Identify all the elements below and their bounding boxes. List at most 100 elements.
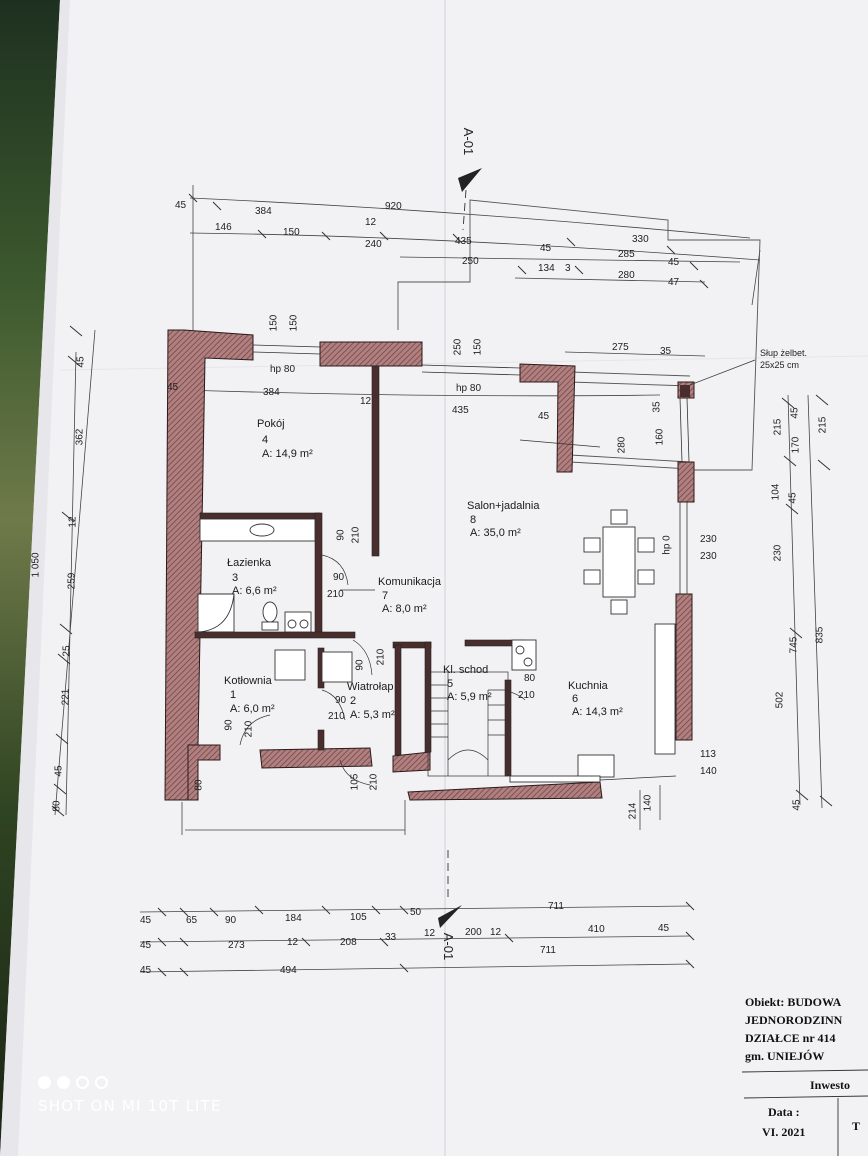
- title-object: DZIAŁCE nr 414: [745, 1031, 836, 1045]
- room-number: 3: [232, 572, 239, 584]
- dim-top: 330: [632, 234, 649, 245]
- watermark-dot: [95, 1076, 108, 1089]
- door-dim: 105: [349, 773, 361, 791]
- watermark-text: SHOT ON MI 10T LITE: [38, 1097, 222, 1115]
- dim-bottom: 105: [350, 912, 367, 923]
- staircase: [427, 671, 509, 777]
- dim-bottom: 184: [285, 913, 302, 924]
- dim-bottom: 12: [424, 928, 436, 939]
- room-area: A: 8,0 m²: [382, 603, 427, 615]
- door-dim: 210: [368, 773, 380, 791]
- door-dim: 90: [354, 659, 366, 671]
- dim-bottom: 711: [540, 945, 556, 956]
- title-investor: Inwesto: [810, 1078, 851, 1092]
- dim-small: 160: [654, 428, 666, 446]
- dim-inner: 435: [452, 405, 469, 416]
- dimension-lines: [54, 185, 823, 973]
- dim-left: 362: [74, 428, 86, 446]
- room-name: Łazienka: [227, 557, 272, 569]
- room-name: Wiatrołap: [347, 681, 394, 693]
- section-arrow-bottom: [438, 905, 462, 928]
- room-number: 4: [262, 434, 269, 446]
- dim-left: 25: [61, 645, 73, 657]
- dim-bottom: 45: [140, 965, 152, 976]
- window-mark: hp 80: [456, 383, 482, 394]
- title-object: Obiekt: BUDOWA: [745, 995, 842, 1009]
- door-dim: 90: [223, 719, 235, 731]
- room-name: Pokój: [257, 418, 285, 430]
- dim-small: 230: [700, 551, 717, 562]
- title-date-label: Data :: [768, 1105, 800, 1119]
- door-dim: 80: [193, 779, 205, 791]
- watermark-dot: [57, 1076, 70, 1089]
- dim-bottom: 12: [287, 937, 299, 948]
- dim-left: 12: [67, 516, 79, 528]
- terrace-outline: [397, 199, 761, 471]
- door-dim: 210: [243, 720, 255, 738]
- room-name: Salon+jadalnia: [467, 500, 540, 512]
- dim-inner: 384: [263, 387, 280, 398]
- dim-right: 835: [814, 626, 826, 644]
- dim-bottom: 90: [225, 915, 237, 926]
- door-dim: 90: [333, 572, 345, 583]
- dim-right: 745: [788, 636, 800, 654]
- dim-top: 45: [668, 257, 680, 268]
- section-line: [447, 189, 467, 900]
- camera-watermark: SHOT ON MI 10T LITE: [38, 1076, 222, 1115]
- dimension-ticks: [51, 193, 833, 977]
- dim-top: 384: [255, 206, 272, 217]
- dim-top: 280: [618, 270, 635, 281]
- dim-top: 3: [565, 263, 571, 274]
- dim-bottom: 410: [588, 924, 605, 935]
- dim-right: 502: [774, 691, 786, 709]
- dim-top: 47: [668, 277, 680, 288]
- dim-inner: 275: [612, 342, 629, 353]
- dim-inner: 12: [360, 396, 372, 407]
- title-date-value: VI. 2021: [762, 1125, 806, 1139]
- watermark-dots: [38, 1076, 222, 1089]
- dim-top: 45: [175, 200, 187, 211]
- dim-bottom: 12: [490, 927, 502, 938]
- dim-bottom: 50: [410, 907, 422, 918]
- dim-right: 230: [772, 544, 784, 562]
- door-dim: 210: [375, 648, 387, 666]
- room-area: A: 6,0 m²: [230, 703, 275, 715]
- dim-inner: 45: [538, 411, 550, 422]
- dim-bottom: 45: [140, 915, 152, 926]
- room-area: A: 35,0 m²: [470, 527, 521, 539]
- watermark-dot: [38, 1076, 51, 1089]
- window-mark: hp 0: [661, 535, 673, 555]
- room-number: 1: [230, 689, 237, 701]
- dim-vertical: 150: [472, 338, 484, 356]
- dim-left: 221: [60, 688, 72, 706]
- dim-right: 45: [787, 492, 799, 504]
- dim-top: 150: [283, 227, 300, 238]
- dim-right: 104: [770, 483, 782, 501]
- window-mark: hp 80: [270, 364, 296, 375]
- walls: [164, 329, 695, 801]
- title-cut: T: [852, 1119, 861, 1133]
- dim-bottom: 45: [140, 940, 152, 951]
- dim-left: 259: [66, 572, 78, 590]
- dim-vertical: 150: [288, 314, 300, 332]
- dim-left: 45: [75, 356, 87, 368]
- dim-right: 45: [789, 407, 801, 419]
- dim-bottom: 208: [340, 937, 357, 948]
- room-number: 7: [382, 590, 389, 602]
- dim-top: 134: [538, 263, 555, 274]
- door-dim: 210: [327, 589, 344, 600]
- dim-bottom: 65: [186, 915, 198, 926]
- dim-left: 1 050: [30, 552, 42, 578]
- dim-bottom: 45: [658, 923, 670, 934]
- dim-top: 435: [455, 236, 472, 247]
- dim-bottom: 273: [228, 940, 245, 951]
- dim-left: 80: [51, 800, 63, 812]
- dim-small: 280: [616, 436, 628, 454]
- dim-top: 920: [385, 201, 402, 212]
- door-dim: 210: [328, 711, 345, 722]
- section-marker-bottom: A-01: [441, 932, 457, 961]
- door-swings: [239, 554, 526, 786]
- dim-small: 113: [700, 749, 716, 760]
